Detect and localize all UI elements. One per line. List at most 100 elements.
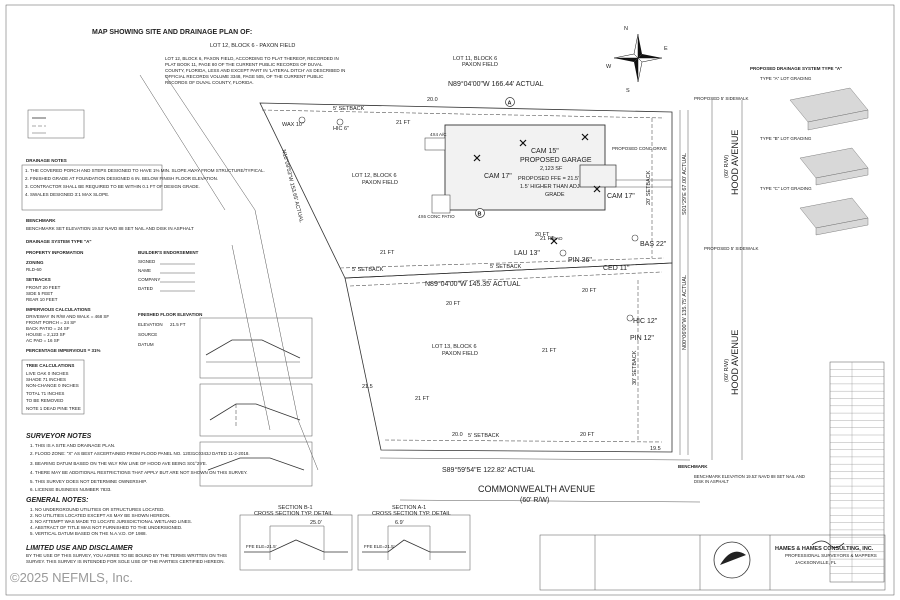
limited-use-title: LIMITED USE AND DISCLAIMER (26, 545, 133, 552)
ffe-elevation: ELEVATION (138, 322, 163, 327)
lot13-label-2: PAXON FIELD (442, 351, 478, 357)
grading-detail-boxes (199, 317, 313, 487)
tree-remove-x-icon (473, 133, 601, 245)
setback-20-label: 20' SETBACK (646, 170, 652, 205)
dim-21c: 21 FT (380, 250, 395, 256)
section-a1-detail: SECTION A-1 CROSS SECTION TYP. DETAIL 6.… (357, 505, 471, 571)
tree-cam-17-left: CAM 17" (484, 173, 512, 180)
street-commonwealth-row: (60' R/W) (520, 497, 549, 504)
ac-pad-label: 4X4 A/C (430, 132, 447, 137)
general-note-4: 4. ABSTRACT OF TITLE WAS NOT FURNISHED T… (30, 525, 182, 530)
street-hood-lower: HOOD AVENUE (730, 330, 740, 395)
legal-head: LOT 12, BLOCK 6 - PAXON FIELD (210, 43, 295, 49)
imp-line-2: FRONT PORCH = 24 SF (26, 320, 76, 325)
lot11-label-2: PAXON FIELD (462, 62, 498, 68)
tree-lau-13: LAU 13" (514, 250, 540, 257)
dim-20c: 20 FT (535, 232, 550, 238)
proposed-garage-label: PROPOSED GARAGE (520, 157, 592, 164)
proposed-drive-label: PROPOSED CONC DRIVE (612, 146, 667, 151)
general-note-5: 5. VERTICAL DATUM BASED ON THE N.A.V.D. … (30, 531, 147, 536)
proposed-sidewalk-lower: PROPOSED 5' SIDEWALK (704, 246, 758, 251)
bearing-right-upper: S01°29'E 67.00' ACTUAL (682, 153, 688, 215)
company-subtitle: PROFESSIONAL SURVEYORS & MAPPERS (785, 553, 877, 558)
tree-symbols (298, 116, 639, 322)
dim-20d: 20 FT (582, 288, 597, 294)
tree-cam-15: CAM 15" (531, 148, 559, 155)
house-area-label: 2,123 SF (540, 166, 563, 172)
builder-company: COMPANY (138, 277, 160, 282)
proposed-sidewalk-upper: PROPOSED 5' SIDEWALK (694, 96, 748, 101)
surveyor-note-1: 1. THIS IS A SITE AND DRAINAGE PLAN. (30, 443, 115, 448)
builder-dated: DATED (138, 286, 154, 291)
dim-195: 19.5 (650, 446, 661, 452)
patio-label: 4X6 CONC PATIO (418, 214, 455, 219)
general-notes: GENERAL NOTES: 1. NO UNDERGROUND UTILITI… (26, 497, 192, 536)
tree-pin-36: PIN 36" (568, 257, 592, 264)
drainage-type-a: TYPE "A" LOT GRADING (760, 76, 812, 81)
finished-floor-elevation: FINISHED FLOOR ELEVATION ELEVATION 21.5 … (138, 312, 202, 347)
dim-21d: 21 FT (415, 396, 430, 402)
impervious-title: IMPERVIOUS CALCULATIONS (26, 307, 91, 312)
section-b1-detail: SECTION B-1 CROSS SECTION TYP. DETAIL 25… (239, 505, 353, 571)
lot13-label-1: LOT 13, BLOCK 6 (432, 344, 477, 350)
benchmark2-text: BENCHMARK ELEVATION 19.53' NAVD 88 SET N… (694, 474, 805, 484)
tree-line-3: NON-CHANGE 0 INCHES (26, 383, 79, 388)
setback-label-top: 5' SETBACK (333, 106, 365, 112)
driveway-and-sidewalks (616, 100, 743, 460)
tree-bas-22: BAS 22" (640, 241, 667, 248)
surveyor-note-4: 4. THERE MAY BE ADDITIONAL RESTRICTIONS … (30, 470, 248, 475)
general-note-1: 1. NO UNDERGROUND UTILITIES OR STRUCTURE… (30, 507, 165, 512)
general-note-2: 2. NO UTILITIES LOCATED EXCEPT AS MAY BE… (30, 513, 170, 518)
surveyor-note-3: 3. BEARING DATUM BASED ON THE WLY R/W LI… (30, 461, 207, 466)
ffe-elevation-value: 21.5 FT (170, 322, 186, 327)
lot12-label-1: LOT 12, BLOCK 6 (352, 173, 397, 179)
lateral-ditch-road (139, 74, 319, 471)
imp-line-3: BACK PATIO = 24 SF (26, 326, 70, 331)
lot12-label-2: PAXON FIELD (362, 180, 398, 186)
tree-wax-10: WAX 10" (282, 122, 304, 128)
marker-b-label: B (478, 212, 482, 218)
tree-calculations: TREE CALCULATIONS LIVE OAK 0 INCHES SHAD… (21, 359, 85, 415)
dim-20b: 20.0 (452, 432, 463, 438)
dim-21a: 21 FT (396, 120, 411, 126)
street-hood-upper-row: (60' R/W) (724, 155, 730, 178)
data-table (829, 361, 885, 583)
tree-cam-17-right: CAM 17" (607, 193, 635, 200)
bearing-bottom: S89°59'54"E 122.82' ACTUAL (442, 466, 535, 474)
surveyor-note-5: 5. THIS SURVEY DOES NOT DETERMINE OWNERS… (30, 479, 147, 484)
dim-21b: 21 FT (540, 236, 555, 242)
drainage-note-3: 3. CONTRACTOR SHALL BE REQUIRED TO BE WI… (25, 184, 200, 189)
drainage-note-1: 1. THE COVERED PORCH AND STEPS DESIGNED … (25, 168, 265, 173)
tree-line-6: NOTE 1 DEAD PINE TREE (26, 406, 81, 411)
drainage-type-c: TYPE "C" LOT GRADING (760, 186, 812, 191)
imp-line-1: DRIVEWAY IN R/W AND WALK = 468 SF (26, 314, 109, 319)
property-info-title: PROPERTY INFORMATION (26, 250, 83, 255)
section-b1-ffe: FFE ELE=21.5' (246, 544, 277, 549)
section-b1-dimension: 25.0' (310, 520, 322, 526)
drainage-notes-box: DRAINAGE NOTES 1. THE COVERED PORCH AND … (21, 158, 265, 211)
compass-w: W (606, 64, 612, 70)
drainage-type-diagrams: PROPOSED DRAINAGE SYSTEM TYPE "A" TYPE "… (750, 66, 869, 236)
proposed-house (424, 124, 617, 214)
drainage-type-b: TYPE "B" LOT GRADING (760, 136, 812, 141)
dim-20a: 20.0 (427, 97, 438, 103)
tree-hic-6: HIC 6" (333, 126, 349, 132)
zoning-value: RLD-60 (26, 267, 42, 272)
bearing-top: N89°04'00"W 166.44' ACTUAL (448, 80, 544, 88)
benchmark2-title: BENCHMARK (678, 464, 708, 469)
section-a1-title: SECTION A-1 (392, 505, 426, 511)
drainage-notes-title: DRAINAGE NOTES (26, 158, 67, 163)
street-hood-upper: HOOD AVENUE (730, 130, 740, 195)
drainage-system-type: DRAINAGE SYSTEM TYPE "A" (26, 239, 92, 244)
tree-calc-title: TREE CALCULATIONS (26, 363, 74, 368)
compass-n: N (624, 26, 628, 32)
tree-ced-11: CED 11" (603, 265, 630, 272)
setback-front: FRONT 20 FEET (26, 285, 61, 290)
dim-20e: 20 FT (446, 301, 461, 307)
dim-215: 21.5 (362, 384, 373, 390)
legal-line-3: COUNTY, FLORIDA, LESS AND EXCEPT PART IN… (165, 68, 345, 73)
commonwealth-avenue-lines (379, 457, 701, 503)
dim-21e: 21 FT (542, 348, 557, 354)
line-legend (27, 109, 85, 139)
